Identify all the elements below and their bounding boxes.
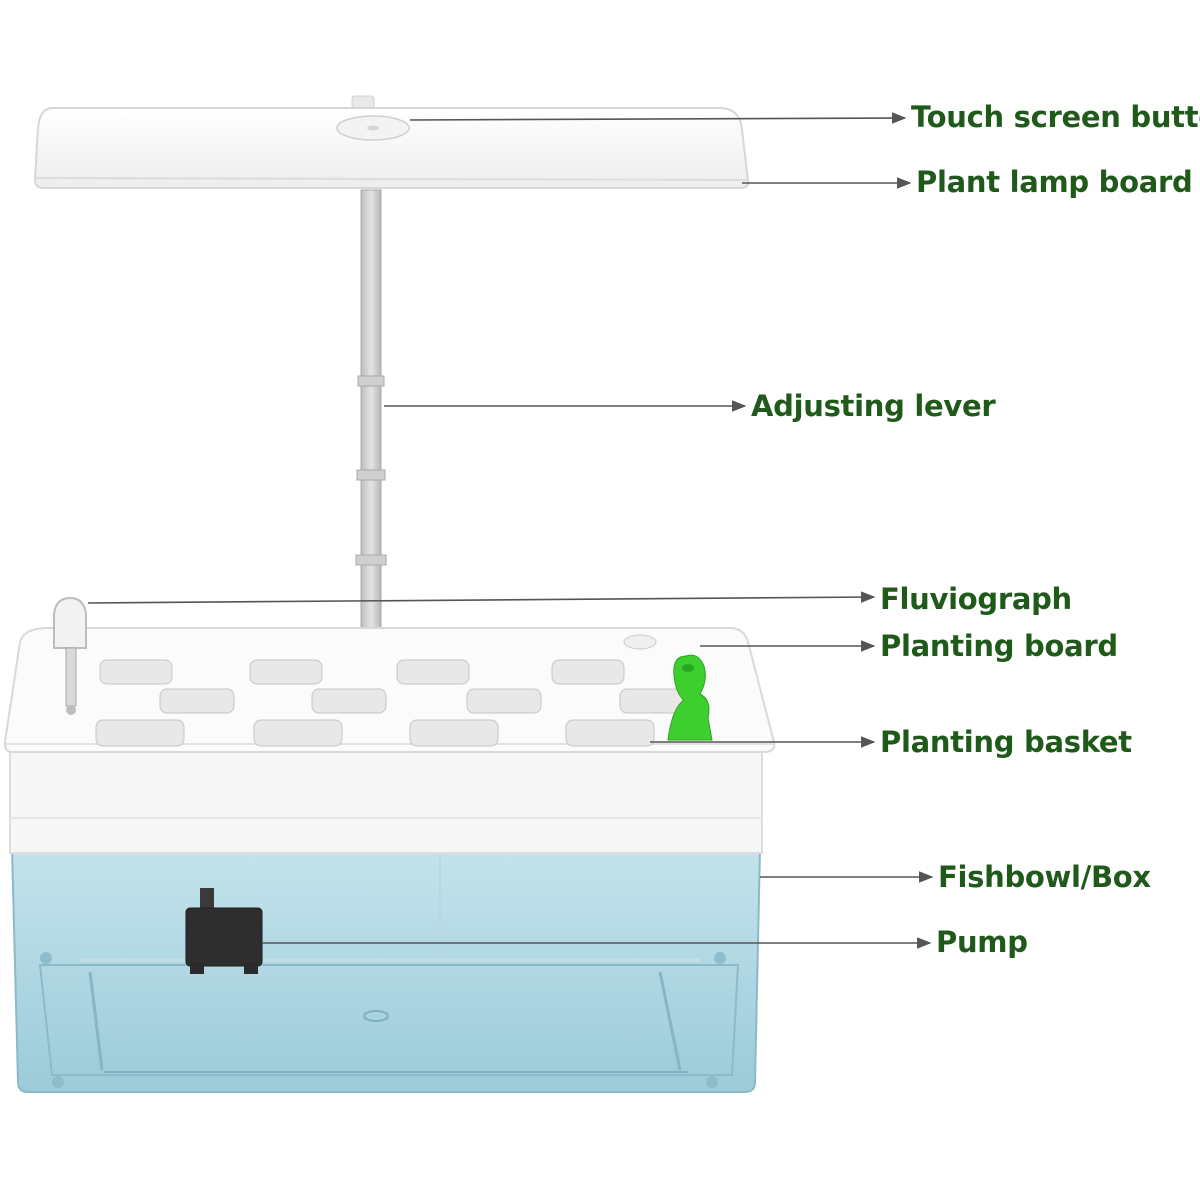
- green-figurine: [667, 654, 713, 741]
- leader-lines: [87, 112, 934, 949]
- label-fishbowl-box: Fishbowl/Box: [938, 860, 1151, 894]
- label-adjusting-lever: Adjusting lever: [751, 389, 996, 423]
- label-touch-screen-button: Touch screen button: [911, 100, 1200, 134]
- fluviograph: [53, 596, 87, 715]
- upper-body: [9, 744, 763, 854]
- label-plant-lamp-board: Plant lamp board: [916, 165, 1193, 199]
- fishbowl-box: [10, 847, 762, 1093]
- adjusting-lever: [299, 189, 446, 643]
- planting-baskets: [95, 659, 683, 747]
- label-pump: Pump: [936, 925, 1028, 959]
- label-planting-board: Planting board: [880, 629, 1118, 663]
- pump: [185, 888, 263, 974]
- label-planting-basket: Planting basket: [880, 725, 1132, 759]
- plant-lamp-board: [33, 95, 750, 189]
- label-fluviograph: Fluviograph: [880, 582, 1072, 616]
